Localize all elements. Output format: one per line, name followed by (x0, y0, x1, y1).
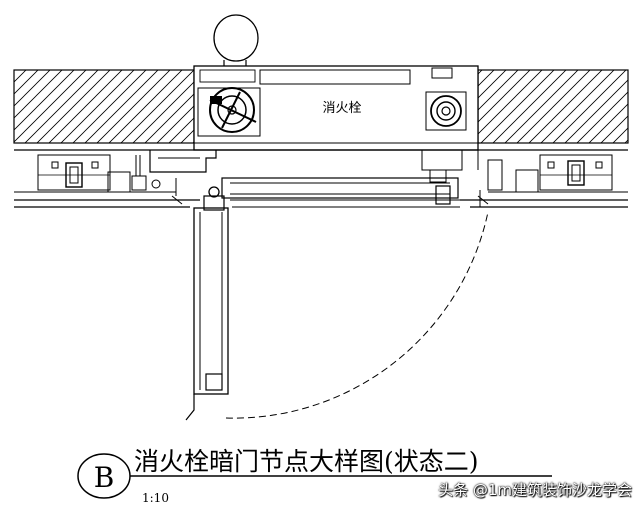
closed-door-leaf (221, 149, 489, 207)
hose-reel-icon (197, 87, 261, 137)
watermark: 头条 @1m建筑装饰沙龙学会 (438, 481, 632, 499)
valve-icon (425, 91, 467, 131)
left-keel-bracket (37, 154, 161, 193)
title-block: B 消火栓暗门节点大样图(状态二) 1:10 (77, 447, 552, 505)
hinge-icon (203, 186, 225, 211)
drawing-scale: 1:10 (142, 491, 169, 505)
cabinet-label: 消火栓 (322, 101, 361, 116)
right-wall (477, 69, 629, 144)
right-keel-bracket (487, 154, 613, 193)
door-swing-arc (225, 211, 489, 419)
drawing-title: 消火栓暗门节点大样图(状态二) (134, 447, 479, 476)
callout-letter: B (94, 461, 115, 494)
open-door-leaf (185, 207, 229, 421)
wall-finish-layer (14, 149, 628, 208)
door-frame (149, 150, 217, 205)
left-wall (13, 69, 195, 144)
